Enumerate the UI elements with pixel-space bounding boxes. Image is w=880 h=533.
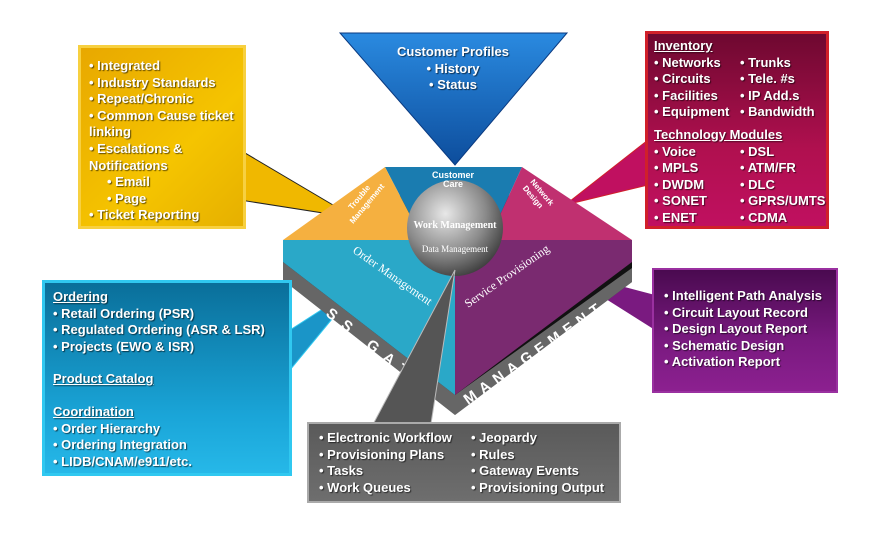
list-item: GPRS/UMTS [740,193,825,210]
list-item: Facilities [654,88,740,105]
list-item: Equipment [654,104,740,121]
inventory-box: Inventory NetworksCircuitsFacilitiesEqui… [645,31,829,229]
list-item: Escalations & Notifications [89,141,237,174]
inventory-pointer [564,138,649,206]
customer-profiles-title: Customer Profiles [397,44,509,59]
list-item: Email [89,174,237,191]
coordination-heading: Coordination [53,403,134,419]
list-item: Projects (EWO & ISR) [53,339,283,356]
customer-profiles-text: Customer Profiles HistoryStatus [368,44,538,94]
list-item: ATM/FR [740,160,825,177]
list-item: Retail Ordering (PSR) [53,306,283,323]
list-item: Repeat/Chronic [89,91,237,108]
work-data-management-sphere [407,180,503,276]
list-item: Provisioning Plans [319,447,471,464]
workflow-box: Electronic WorkflowProvisioning PlansTas… [307,422,621,503]
trouble-management-segment [283,167,440,240]
list-item: Design Layout Report [664,321,832,338]
list-item: Circuit Layout Record [664,305,832,322]
list-item: Regulated Ordering (ASR & LSR) [53,322,283,339]
list-item: Rules [471,447,604,464]
list-item: Tele. #s [740,71,815,88]
list-item: Intelligent Path Analysis [664,288,832,305]
list-item: Ticket Reporting [89,207,237,224]
order-management-box: Ordering Retail Ordering (PSR)Regulated … [42,280,292,476]
data-management-label: Data Management [422,244,489,254]
list-item: Page [89,191,237,208]
list-item: MPLS [654,160,740,177]
list-item: Status [368,77,538,94]
list-item: LIDB/CNAM/e911/etc. [53,454,283,471]
network-design-segment [470,167,632,240]
list-item: Bandwidth [740,104,814,121]
service-provisioning-segment [455,240,632,395]
list-item: IP Add.s [740,88,815,105]
list-item: CDMA [740,210,825,227]
work-management-label: Work Management [413,220,497,231]
ordering-heading: Ordering [53,289,108,304]
list-item: Jeopardy [471,430,604,447]
list-item: DSL [740,144,825,161]
service-provisioning-box: Intelligent Path AnalysisCircuit Layout … [652,268,838,393]
list-item: Activation Report [664,354,832,371]
list-item: Schematic Design [664,338,832,355]
list-item: Gateway Events [471,463,604,480]
list-item: Order Hierarchy [53,421,283,438]
product-catalog-heading: Product Catalog [53,371,154,387]
technology-modules-heading: Technology Modules [654,126,783,142]
list-item: Voice [654,144,740,161]
list-item: History [368,61,538,78]
list-item: ENET [654,210,740,227]
list-item: Circuits [654,71,740,88]
list-item: Provisioning Output [471,480,604,497]
list-item: Ordering Integration [53,437,283,454]
list-item: Industry Standards [89,75,237,92]
list-item: Networks [654,55,740,72]
list-item: Electronic Workflow [319,430,471,447]
list-item: Common Cause ticket linking [89,108,237,141]
inventory-heading: Inventory [654,38,713,53]
list-item: DWDM [654,177,740,194]
list-item: Integrated [89,58,237,75]
list-item: DLC [740,177,825,194]
list-item: SONET [654,193,740,210]
list-item: Trunks [740,55,815,72]
list-item: Work Queues [319,480,471,497]
list-item: Tasks [319,463,471,480]
trouble-management-box: Integrated Industry Standards Repeat/Chr… [78,45,246,229]
